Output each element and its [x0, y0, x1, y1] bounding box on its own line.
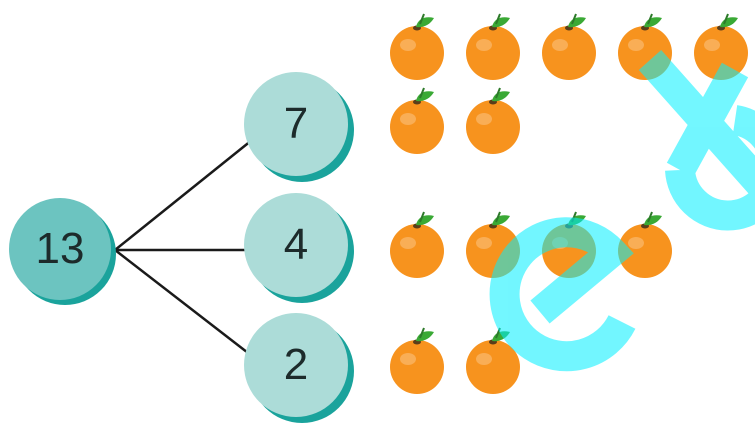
orange-icon [690, 12, 752, 82]
orange-icon [386, 86, 448, 156]
connector-line-bottom [114, 249, 253, 357]
orange-icon [538, 12, 600, 82]
total-value: 13 [35, 224, 85, 273]
orange-icon [614, 210, 676, 280]
part-circle-1: 7 [244, 72, 348, 176]
orange-icon [386, 210, 448, 280]
orange-icon [462, 210, 524, 280]
orange-icon [462, 326, 524, 396]
part-value-2: 4 [283, 220, 309, 269]
part-value-3: 2 [283, 340, 309, 389]
part-circle-2: 4 [244, 193, 348, 297]
orange-icon [386, 326, 448, 396]
connector-line-top [114, 139, 253, 251]
part-value-1: 7 [283, 99, 309, 148]
orange-icon [462, 86, 524, 156]
orange-icon [462, 12, 524, 82]
total-circle: 13 [9, 198, 111, 300]
part-circle-3: 2 [244, 313, 348, 417]
orange-icon [614, 12, 676, 82]
orange-icon [386, 12, 448, 82]
orange-icon [538, 210, 600, 280]
